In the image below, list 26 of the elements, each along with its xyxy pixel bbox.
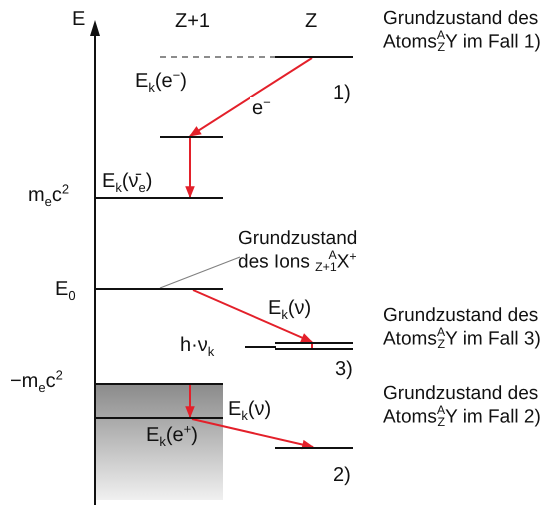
transition-arrow	[185, 138, 195, 198]
double-energy-level	[275, 342, 353, 350]
case-number: 2)	[333, 464, 351, 486]
state-description: Grundzustand des Atoms$^{A}$$_{Z}$Y im Fall 2)	[383, 383, 542, 429]
energy-label: m$_{e}$c$^{2}$	[28, 184, 70, 206]
transition-arrow	[192, 418, 314, 450]
column-label: Z+1	[175, 10, 210, 32]
state-description: Grundzustand des Atoms$^{A}$$_{Z}$Y im Fall 3)	[383, 305, 542, 351]
callout-text: Grundzustand des Ions $^{A}$$_{Z+1}$X$^{+}$	[238, 228, 393, 274]
case-number: 3)	[335, 358, 353, 380]
energy-label: E$_{k}$(e$^{+}$)	[146, 424, 198, 446]
energy-label: E$_{k}$(e$^{−}$)	[135, 70, 187, 92]
transition-arrow	[185, 385, 195, 418]
transition-arrow	[189, 57, 313, 137]
energy-label: h·ν$_{k}$	[180, 334, 214, 356]
case-number: 1)	[333, 82, 351, 104]
column-label: Z	[305, 10, 318, 32]
energy-label: E$_{k}$(ν)	[228, 398, 272, 420]
state-description: Grundzustand des Atoms$^{A}$$_{Z}$Y im Fall 1)	[383, 8, 542, 54]
energy-label: −m$_{e}$c$^{2}$	[10, 370, 63, 392]
energy-label: E$_{k}$(ν)	[268, 297, 312, 319]
transition-arrow	[192, 289, 314, 343]
energy-label: E$_{k}$(ν̄$_{e}$)	[102, 170, 152, 192]
axis-label: E	[72, 8, 86, 30]
leader-line	[160, 256, 240, 289]
energy-label: E$_{0}$	[55, 278, 76, 300]
